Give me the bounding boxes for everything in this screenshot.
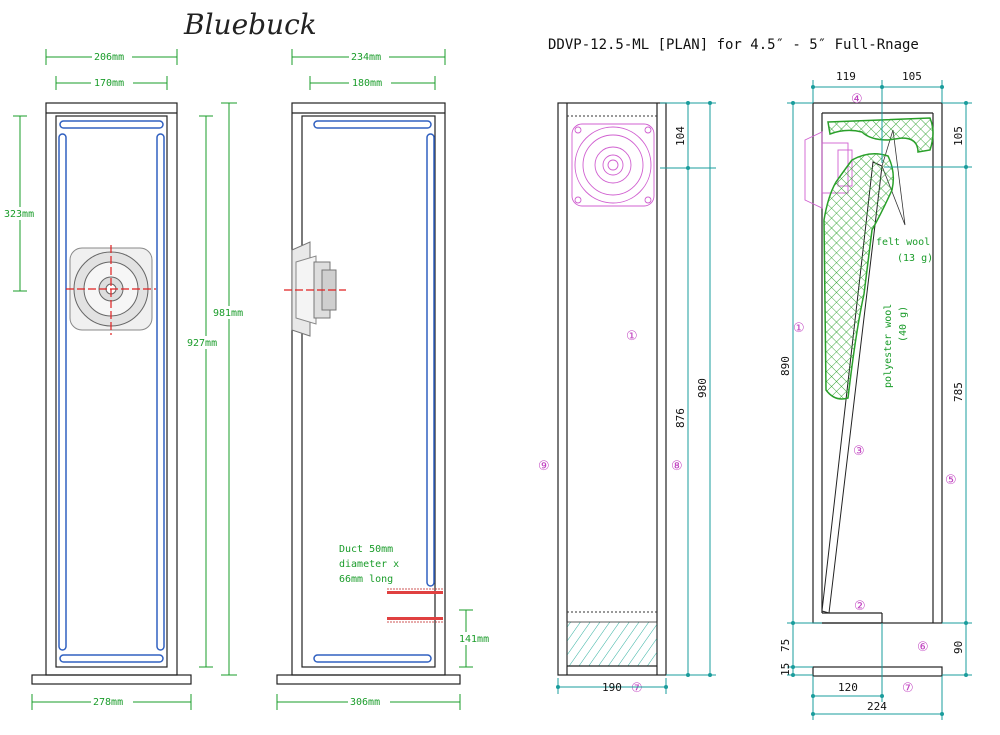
side-cabinet bbox=[291, 102, 446, 676]
front-outer-width: 206mm bbox=[94, 52, 124, 63]
plan-side-bottom-total-dim: 224 bbox=[867, 700, 887, 713]
plan-front-view: ① ⑨ ⑧ ⑦ 104 876 980 190 bbox=[538, 101, 716, 696]
side-outer-width: 234mm bbox=[351, 52, 381, 63]
plan-side-view: felt wool (13 g) polyester wool (40 g) ④… bbox=[779, 70, 972, 720]
side-inner-width: 180mm bbox=[352, 78, 382, 89]
felt-wool-label: felt wool bbox=[876, 237, 930, 248]
side-base-width: 306mm bbox=[350, 697, 380, 708]
front-view: 206mm 170mm 323mm 981mm 927mm 278mm bbox=[3, 49, 248, 710]
plan-side-label-5: ⑤ bbox=[945, 473, 957, 488]
poly-wool-weight: (40 g) bbox=[898, 306, 909, 342]
polyester-wool bbox=[823, 153, 895, 400]
duct-label-2: diameter x bbox=[339, 559, 399, 570]
side-base bbox=[276, 674, 461, 685]
plan-side-label-6: ⑥ bbox=[917, 640, 929, 655]
poly-wool-label: polyester wool bbox=[883, 304, 894, 388]
plan-side-label-1: ① bbox=[793, 321, 805, 336]
plan-front-label-9: ⑨ bbox=[538, 459, 550, 474]
plan-front-top-dim: 104 bbox=[674, 126, 687, 146]
plan-front-hatch bbox=[566, 621, 658, 667]
plan-side-label-2: ② bbox=[854, 599, 866, 614]
plan-side-left-bottom-a-dim: 75 bbox=[779, 639, 792, 652]
plan-front-label-8: ⑧ bbox=[671, 459, 683, 474]
plan-side-label-3: ③ bbox=[853, 444, 865, 459]
duct-label-1: Duct 50mm bbox=[339, 544, 393, 555]
plan-side-top-left-dim: 119 bbox=[836, 70, 856, 83]
plan-side-top-right-dim: 105 bbox=[902, 70, 922, 83]
front-inner-width: 170mm bbox=[94, 78, 124, 89]
felt-wool bbox=[827, 117, 934, 153]
plan-front-inner-dim: 876 bbox=[674, 408, 687, 428]
plan-front-width-dim: 190 bbox=[602, 681, 622, 694]
plan-side-label-4: ④ bbox=[851, 92, 863, 107]
plan-side-right-mid-dim: 785 bbox=[952, 382, 965, 402]
page-title: DDVP-12.5-ML [PLAN] for 4.5″ - 5″ Full-R… bbox=[548, 37, 919, 53]
plan-side-left-bottom-b-dim: 15 bbox=[779, 663, 792, 676]
plan-side-left-total-dim: 890 bbox=[779, 356, 792, 376]
plan-side-right-bottom-dim: 90 bbox=[952, 641, 965, 654]
plan-front-label-7: ⑦ bbox=[631, 681, 643, 696]
plan-front-total-dim: 980 bbox=[696, 378, 709, 398]
front-base-width: 278mm bbox=[93, 697, 123, 708]
brand-logo: Bluebuck bbox=[183, 8, 317, 41]
duct-label-3: 66mm long bbox=[339, 574, 393, 585]
front-driver bbox=[66, 245, 156, 335]
plan-front-label-1: ① bbox=[626, 329, 638, 344]
front-base bbox=[31, 674, 192, 685]
front-inner-height: 927mm bbox=[187, 338, 217, 349]
side-view: Duct 50mm diameter x 66mm long 234mm 180… bbox=[276, 49, 494, 710]
duct-height: 141mm bbox=[459, 634, 489, 645]
front-total-height: 981mm bbox=[213, 308, 243, 319]
plan-side-label-7: ⑦ bbox=[902, 681, 914, 696]
plan-side-bottom-inner-dim: 120 bbox=[838, 681, 858, 694]
plan-side-right-top-dim: 105 bbox=[952, 126, 965, 146]
front-driver-height: 323mm bbox=[4, 209, 34, 220]
felt-wool-weight: (13 g) bbox=[897, 253, 933, 264]
plan-front-driver bbox=[571, 123, 655, 207]
side-driver bbox=[284, 241, 346, 337]
